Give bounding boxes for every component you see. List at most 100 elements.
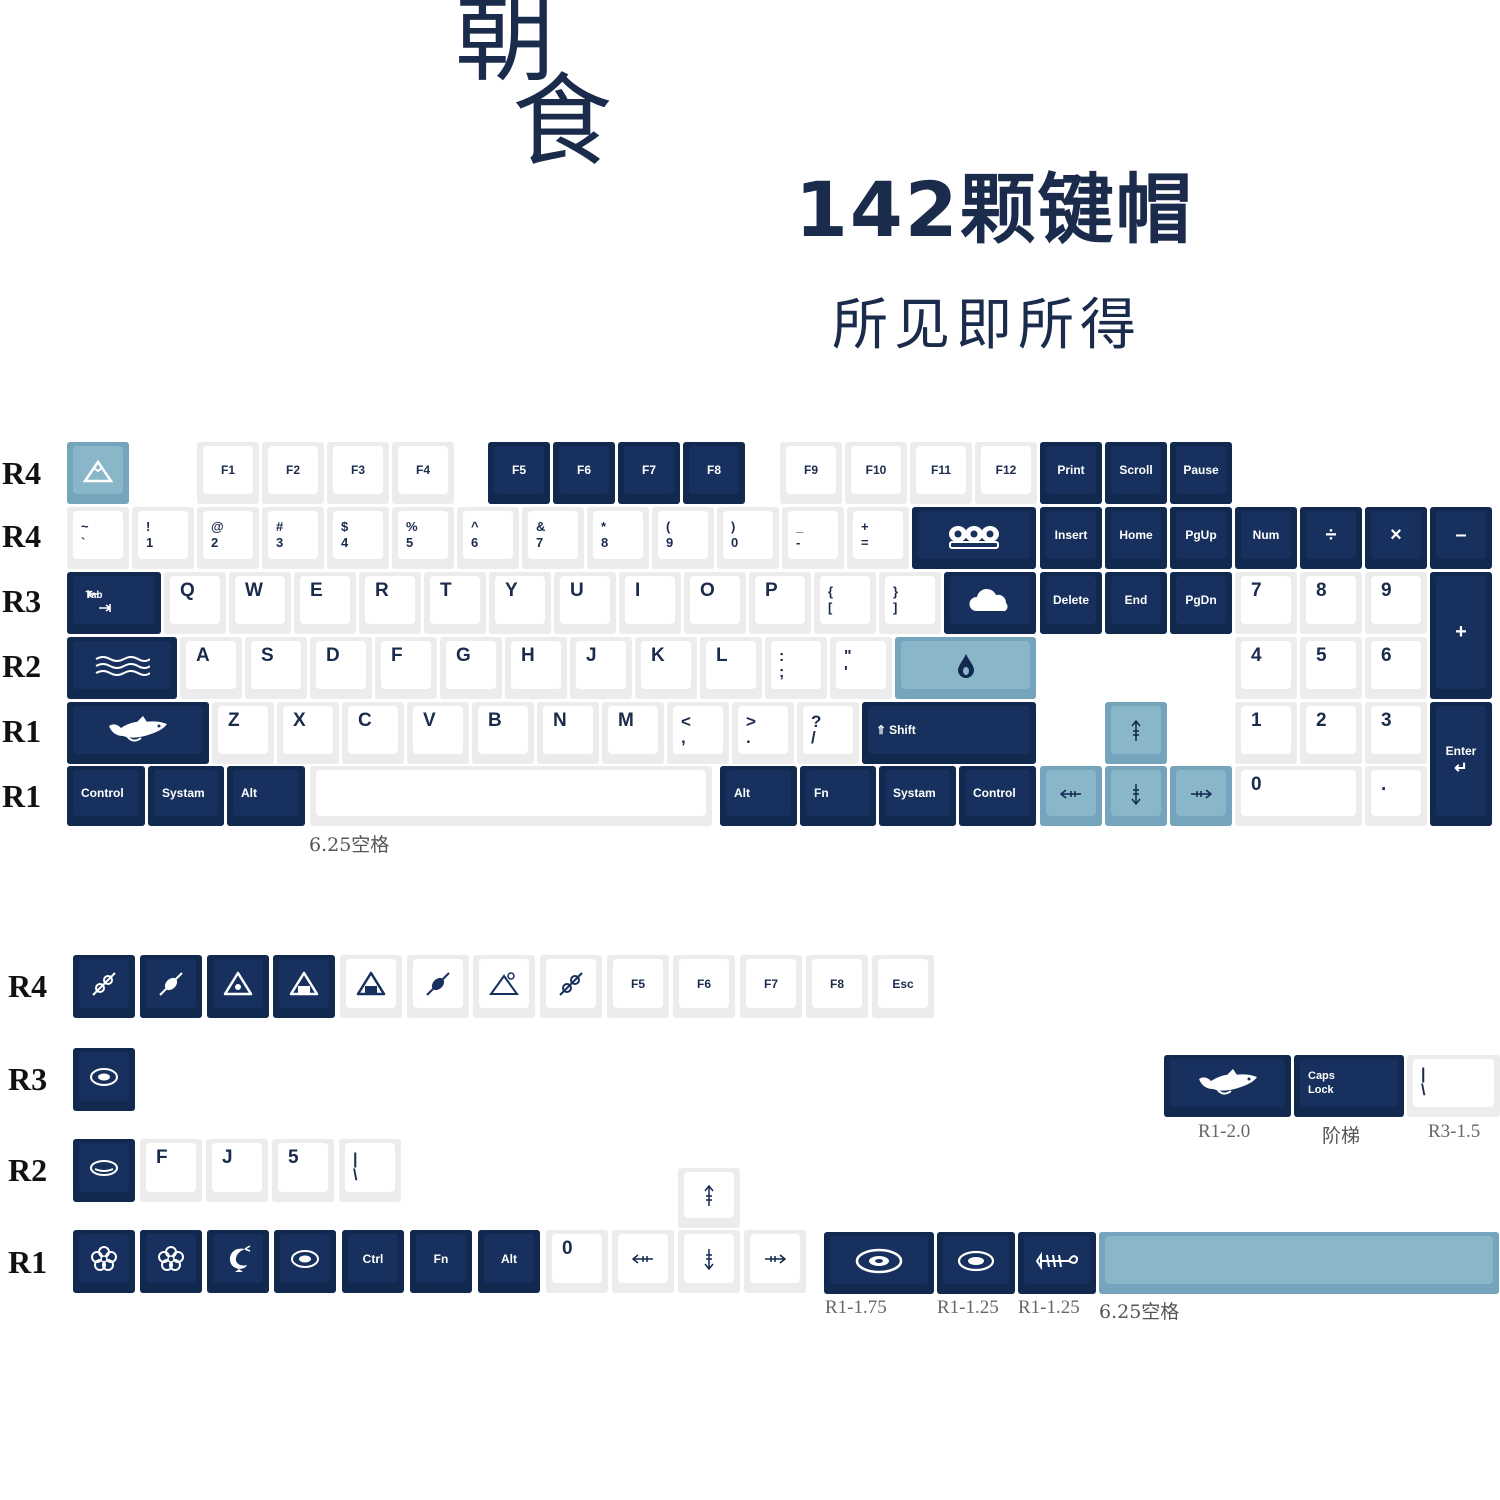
key-subtract[interactable]: – — [1430, 507, 1492, 569]
key-num9[interactable]: 9 — [1365, 572, 1427, 634]
arrow-right-key[interactable] — [1170, 766, 1232, 826]
key-quote[interactable]: "' — [830, 637, 892, 699]
skewer-key[interactable] — [140, 955, 202, 1018]
key-num3[interactable]: 3 — [1365, 702, 1427, 764]
key-8[interactable]: *8 — [587, 507, 649, 569]
key-j[interactable]: J — [570, 637, 632, 699]
key-z[interactable]: Z — [212, 702, 274, 764]
key-c[interactable]: C — [342, 702, 404, 764]
shrimp-key[interactable] — [207, 1230, 269, 1293]
key-num5[interactable]: 5 — [1300, 637, 1362, 699]
key-f5-alt[interactable]: F5 — [607, 955, 669, 1018]
plate-key-125[interactable] — [937, 1232, 1015, 1294]
left-alt-key[interactable]: Alt — [227, 766, 305, 826]
key-u[interactable]: U — [554, 572, 616, 634]
onigiri-key[interactable] — [207, 955, 269, 1018]
key-m[interactable]: M — [602, 702, 664, 764]
key-left-bracket[interactable]: {[ — [814, 572, 876, 634]
backspace-key[interactable] — [912, 507, 1036, 569]
onigiri-key[interactable] — [273, 955, 335, 1018]
key-1[interactable]: !1 — [132, 507, 194, 569]
ctrl-key[interactable]: Ctrl — [342, 1230, 404, 1293]
key-t[interactable]: T — [424, 572, 486, 634]
key-f9[interactable]: F9 — [780, 442, 842, 504]
key-i[interactable]: I — [619, 572, 681, 634]
alt-key[interactable]: Alt — [478, 1230, 540, 1293]
key-f[interactable]: F — [375, 637, 437, 699]
key-f1[interactable]: F1 — [197, 442, 259, 504]
key-print[interactable]: Print — [1040, 442, 1102, 504]
skewer-key[interactable] — [73, 955, 135, 1018]
key-j-homing[interactable]: J — [206, 1139, 268, 1202]
key-f8-alt[interactable]: F8 — [806, 955, 868, 1018]
key-f12[interactable]: F12 — [975, 442, 1037, 504]
key-v[interactable]: V — [407, 702, 469, 764]
key-f7[interactable]: F7 — [618, 442, 680, 504]
key-5[interactable]: %5 — [392, 507, 454, 569]
key-home[interactable]: Home — [1105, 507, 1167, 569]
key-pause[interactable]: Pause — [1170, 442, 1232, 504]
key-tilde[interactable]: ~` — [67, 507, 129, 569]
pipe-key[interactable]: |\ — [339, 1139, 401, 1202]
fn-key[interactable]: Fn — [800, 766, 876, 826]
key-add[interactable]: + — [1430, 572, 1492, 699]
key-f11[interactable]: F11 — [910, 442, 972, 504]
mountain-key[interactable] — [473, 955, 535, 1018]
plate-key-175[interactable] — [824, 1232, 934, 1294]
key-f6[interactable]: F6 — [553, 442, 615, 504]
fishbone-key[interactable] — [1018, 1232, 1096, 1294]
left-control-key[interactable]: Control — [67, 766, 145, 826]
key-9[interactable]: (9 — [652, 507, 714, 569]
key-insert[interactable]: Insert — [1040, 507, 1102, 569]
flower-key[interactable] — [140, 1230, 202, 1293]
plate-key[interactable] — [73, 1139, 135, 1202]
key-f3[interactable]: F3 — [327, 442, 389, 504]
key-num4[interactable]: 4 — [1235, 637, 1297, 699]
key-y[interactable]: Y — [489, 572, 551, 634]
koi-shift-key[interactable] — [1164, 1055, 1291, 1117]
key-5-homing[interactable]: 5 — [272, 1139, 334, 1202]
key-r[interactable]: R — [359, 572, 421, 634]
key-f8[interactable]: F8 — [683, 442, 745, 504]
spacebar[interactable] — [310, 766, 712, 826]
key-num0[interactable]: 0 — [1235, 766, 1362, 826]
key-minus[interactable]: _- — [782, 507, 844, 569]
left-system-key[interactable]: Systam — [148, 766, 224, 826]
key-comma[interactable]: <, — [667, 702, 729, 764]
key-scroll[interactable]: Scroll — [1105, 442, 1167, 504]
fn-key[interactable]: Fn — [410, 1230, 472, 1293]
mountain-key[interactable] — [67, 442, 129, 504]
key-num8[interactable]: 8 — [1300, 572, 1362, 634]
key-w[interactable]: W — [229, 572, 291, 634]
key-d[interactable]: D — [310, 637, 372, 699]
key-f7-alt[interactable]: F7 — [740, 955, 802, 1018]
key-2[interactable]: @2 — [197, 507, 259, 569]
arrow-up-key[interactable] — [1105, 702, 1167, 764]
key-num2[interactable]: 2 — [1300, 702, 1362, 764]
skewer-key[interactable] — [540, 955, 602, 1018]
key-b[interactable]: B — [472, 702, 534, 764]
arrow-down-key[interactable] — [678, 1230, 740, 1293]
arrow-up-key[interactable] — [678, 1168, 740, 1228]
key-p[interactable]: P — [749, 572, 811, 634]
enter-key[interactable] — [895, 637, 1036, 699]
onigiri-key[interactable] — [340, 955, 402, 1018]
key-pgdn[interactable]: PgDn — [1170, 572, 1232, 634]
key-num1[interactable]: 1 — [1235, 702, 1297, 764]
key-k[interactable]: K — [635, 637, 697, 699]
key-4[interactable]: $4 — [327, 507, 389, 569]
cloud-key[interactable] — [944, 572, 1036, 634]
key-zero-alt[interactable]: 0 — [546, 1230, 608, 1293]
key-7[interactable]: &7 — [522, 507, 584, 569]
key-f4[interactable]: F4 — [392, 442, 454, 504]
blue-spacebar[interactable] — [1099, 1232, 1499, 1294]
key-f6-alt[interactable]: F6 — [673, 955, 735, 1018]
key-q[interactable]: Q — [164, 572, 226, 634]
key-slash[interactable]: ?/ — [797, 702, 859, 764]
pipe-key[interactable]: |\ — [1407, 1055, 1500, 1117]
key-x[interactable]: X — [277, 702, 339, 764]
arrow-down-key[interactable] — [1105, 766, 1167, 826]
key-numpad-enter[interactable]: Enter↵ — [1430, 702, 1492, 826]
key-f2[interactable]: F2 — [262, 442, 324, 504]
